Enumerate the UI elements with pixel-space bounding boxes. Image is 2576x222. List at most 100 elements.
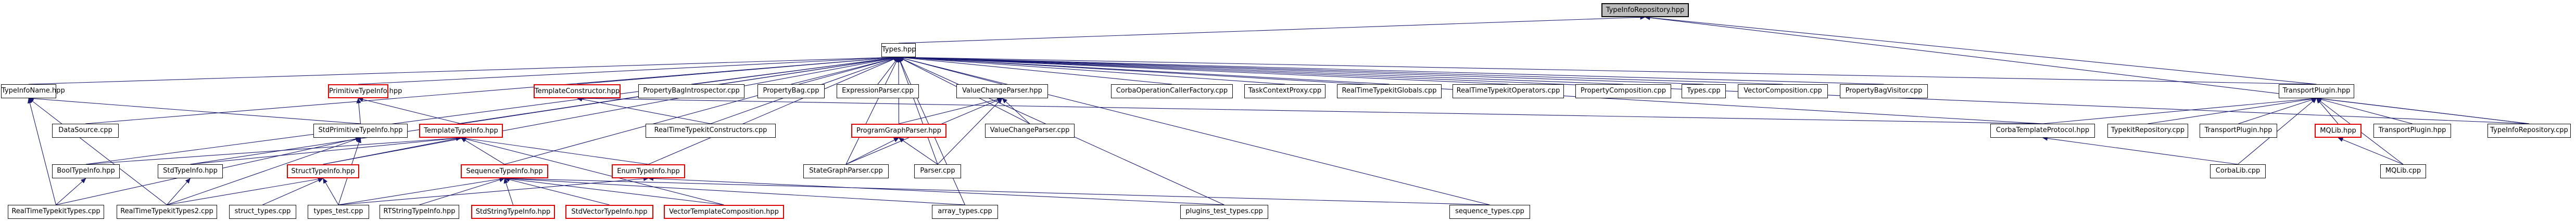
graph-node-propertybag_cpp[interactable]: PropertyBag.cpp: [757, 84, 825, 98]
include-edge: [1002, 98, 1030, 124]
include-edge: [358, 97, 461, 124]
graph-node-stdvectortypeinfo_hpp[interactable]: StdVectorTypeInfo.hpp: [565, 205, 653, 219]
include-edge: [338, 177, 505, 205]
graph-node-corbaoperationcallerfactory_cpp[interactable]: CorbaOperationCallerFactory.cpp: [1111, 84, 1233, 98]
include-edge: [190, 136, 461, 165]
include-edge: [2042, 96, 2317, 124]
include-edge: [27, 98, 57, 205]
graph-node-taskcontextproxy_cpp[interactable]: TaskContextProxy.cpp: [1244, 84, 1325, 98]
graph-node-plugins_test_types_cpp[interactable]: plugins_test_types.cpp: [1180, 205, 1268, 219]
graph-node-stdstringtypeinfo_hpp[interactable]: StdStringTypeInfo.hpp: [471, 205, 555, 219]
graph-node-transportplugin_hpp2[interactable]: TransportPlugin.hpp: [2200, 124, 2277, 138]
graph-node-mqlib_cpp[interactable]: MQLib.cpp: [2380, 164, 2426, 178]
graph-node-sequencetypeinfo_hpp[interactable]: SequenceTypeInfo.hpp: [461, 164, 548, 178]
include-edge: [2238, 97, 2317, 124]
graph-node-valuechangeparser_cpp[interactable]: ValueChangeParser.cpp: [985, 124, 1075, 138]
graph-node-propertybagintrospector_cpp[interactable]: PropertyBagIntrospector.cpp: [638, 84, 744, 98]
graph-node-transportplugin_hpp3[interactable]: TransportPlugin.hpp: [2373, 124, 2451, 138]
include-edge: [898, 57, 938, 165]
include-edge: [898, 55, 1172, 85]
include-edge: [1645, 15, 2317, 85]
include-edge: [648, 57, 899, 165]
include-edge: [2316, 96, 2530, 124]
include-edge: [419, 177, 505, 205]
include-edge: [28, 96, 361, 124]
graph-node-structtypeinfo_hpp[interactable]: StructTypeInfo.hpp: [287, 164, 359, 178]
graph-node-realtimetypekittypes2_cpp[interactable]: RealTimeTypekitTypes2.cpp: [117, 205, 217, 219]
include-edge: [56, 178, 86, 205]
graph-node-templatetypeinfo_hpp[interactable]: TemplateTypeInfo.hpp: [419, 124, 503, 138]
include-edge: [504, 177, 610, 205]
include-edge: [28, 98, 167, 205]
include-edge: [85, 55, 899, 165]
include-edge: [167, 137, 361, 205]
graph-node-parser_cpp[interactable]: Parser.cpp: [914, 164, 961, 178]
graph-node-typeinfoname_hpp[interactable]: TypeInfoName.hpp: [1, 84, 65, 98]
include-edge: [877, 57, 899, 85]
graph-node-realtimetypekitglobals_cpp[interactable]: RealTimeTypekitGlobals.cpp: [1337, 84, 1442, 98]
include-edge: [323, 178, 339, 205]
graph-node-mqlib_hpp[interactable]: MQLib.hpp: [2315, 124, 2362, 138]
include-edge: [167, 178, 191, 205]
include-edge: [504, 176, 724, 205]
graph-node-realtimetypekitconstructors_cpp[interactable]: RealTimeTypekitConstructors.cpp: [646, 124, 776, 138]
include-edge: [2148, 96, 2317, 124]
graph-node-programgraphparser_hpp[interactable]: ProgramGraphParser.hpp: [851, 124, 946, 138]
include-edge: [577, 96, 2043, 124]
include-edge: [323, 136, 461, 165]
include-edge: [358, 55, 899, 85]
graph-node-struct_types_cpp[interactable]: struct_types.cpp: [229, 205, 296, 219]
include-edge: [845, 137, 899, 165]
include-edge: [461, 136, 724, 205]
include-edge: [28, 55, 899, 85]
include-edge: [898, 55, 1285, 85]
graph-node-transportplugin_hpp[interactable]: TransportPlugin.hpp: [2279, 84, 2354, 98]
include-edge: [503, 178, 514, 205]
include-edge: [898, 55, 1783, 85]
graph-node-booltypeinfo_hpp[interactable]: BoolTypeInfo.hpp: [52, 164, 120, 178]
graph-node-propertybagvisitor_cpp[interactable]: PropertyBagVisitor.cpp: [1840, 84, 1928, 98]
include-edge: [648, 176, 1224, 205]
include-edge: [2238, 98, 2317, 165]
graph-node-types_test_cpp[interactable]: types_test.cpp: [308, 205, 369, 219]
include-edge: [461, 136, 649, 165]
graph-node-array_types_cpp[interactable]: array_types.cpp: [932, 205, 998, 219]
graph-node-stdprimitivetypeinfo_hpp[interactable]: StdPrimitiveTypeInfo.hpp: [313, 124, 408, 138]
graph-node-corbalib_cpp[interactable]: CorbaLib.cpp: [2210, 164, 2266, 178]
include-edge: [461, 137, 505, 165]
graph-node-corbatemplateprotocol_hpp[interactable]: CorbaTemplateProtocol.hpp: [1990, 124, 2095, 138]
graph-node-templateconstructor_hpp[interactable]: TemplateConstructor.hpp: [534, 84, 621, 98]
include-edge: [898, 55, 1704, 85]
include-edge: [898, 55, 1509, 85]
include-edge: [2338, 137, 2404, 165]
graph-node-rtstringtypeinfo_hpp[interactable]: RTStringTypeInfo.hpp: [380, 205, 459, 219]
graph-node-vectortemplatecomposition_hpp[interactable]: VectorTemplateComposition.hpp: [664, 205, 784, 219]
include-edge: [898, 55, 1624, 85]
graph-node-sequence_types_cpp[interactable]: sequence_types.cpp: [1449, 205, 1530, 219]
graph-node-propertycomposition_cpp[interactable]: PropertyComposition.cpp: [1575, 84, 1671, 98]
graph-node-expressionparser_cpp[interactable]: ExpressionParser.cpp: [837, 84, 919, 98]
graph-node-vectorcomposition_cpp[interactable]: VectorComposition.cpp: [1738, 84, 1828, 98]
graph-node-datasource_cpp[interactable]: DataSource.cpp: [52, 124, 119, 138]
graph-node-typekitrepository_cpp[interactable]: TypekitRepository.cpp: [2107, 124, 2188, 138]
graph-node-primitivetypeinfo_hpp[interactable]: PrimitiveTypeInfo.hpp: [328, 84, 402, 98]
graph-node-realtimetypekittypes_cpp[interactable]: RealTimeTypekitTypes.cpp: [8, 205, 104, 219]
include-edge: [937, 98, 1003, 165]
include-edge: [323, 56, 899, 165]
graph-node-typeinforepository_cpp[interactable]: TypeInfoRepository.cpp: [2487, 124, 2571, 138]
include-edge: [167, 177, 323, 205]
include-edge: [899, 97, 1003, 124]
graph-node-stdtypeinfo_hpp[interactable]: StdTypeInfo.hpp: [158, 164, 223, 178]
include-edge: [190, 55, 899, 165]
graph-node-types_hpp[interactable]: Types.hpp: [881, 43, 916, 57]
graph-node-stategraphparser_cpp[interactable]: StateGraphParser.cpp: [803, 164, 889, 178]
include-edge: [577, 97, 711, 124]
graph-node-typeinforepository_hpp[interactable]: TypeInfoRepository.hpp: [1601, 3, 1689, 17]
graph-node-types_cpp[interactable]: Types.cpp: [1682, 84, 1726, 98]
graph-node-valuechangeparser_hpp[interactable]: ValueChangeParser.hpp: [956, 84, 1048, 98]
include-edge: [85, 55, 899, 124]
graph-node-realtimetypekitoperators_cpp[interactable]: RealTimeTypekitOperators.cpp: [1453, 84, 1564, 98]
include-edge: [791, 56, 899, 85]
graph-node-enumtypeinfo_hpp[interactable]: EnumTypeInfo.hpp: [612, 164, 685, 178]
